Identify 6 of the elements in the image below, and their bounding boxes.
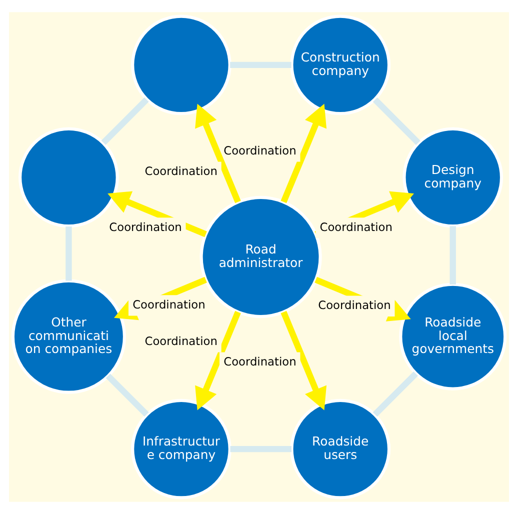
edge-label: Coordination — [223, 354, 296, 368]
edge-label: Coordination — [319, 220, 392, 234]
edge-label: Coordination — [144, 334, 217, 348]
edge-label: Coordination — [108, 220, 182, 234]
edge-label: Coordination — [223, 143, 296, 158]
edge-label: Coordination — [144, 164, 217, 178]
